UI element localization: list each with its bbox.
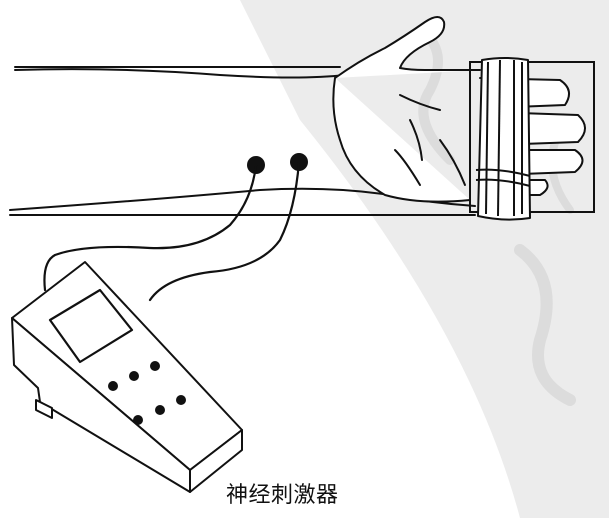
- device-button: [150, 361, 160, 371]
- finger-board: [469, 61, 595, 213]
- device-side: [189, 429, 243, 493]
- wire-left: [43, 163, 258, 292]
- device-button: [155, 405, 165, 415]
- device-button: [129, 371, 139, 381]
- device-buttons: [108, 361, 186, 425]
- figure-caption: 神经刺激器: [226, 483, 339, 508]
- stimulator-device: [11, 261, 243, 493]
- wire-right: [148, 160, 301, 302]
- strap: [475, 57, 531, 221]
- device-button: [108, 381, 118, 391]
- device-button: [133, 415, 143, 425]
- device-button: [176, 395, 186, 405]
- device-screen: [48, 288, 134, 364]
- forearm: [9, 66, 476, 216]
- lead-wires: [43, 160, 301, 302]
- thumb: [334, 16, 481, 79]
- forearm-top-edge: [14, 68, 346, 79]
